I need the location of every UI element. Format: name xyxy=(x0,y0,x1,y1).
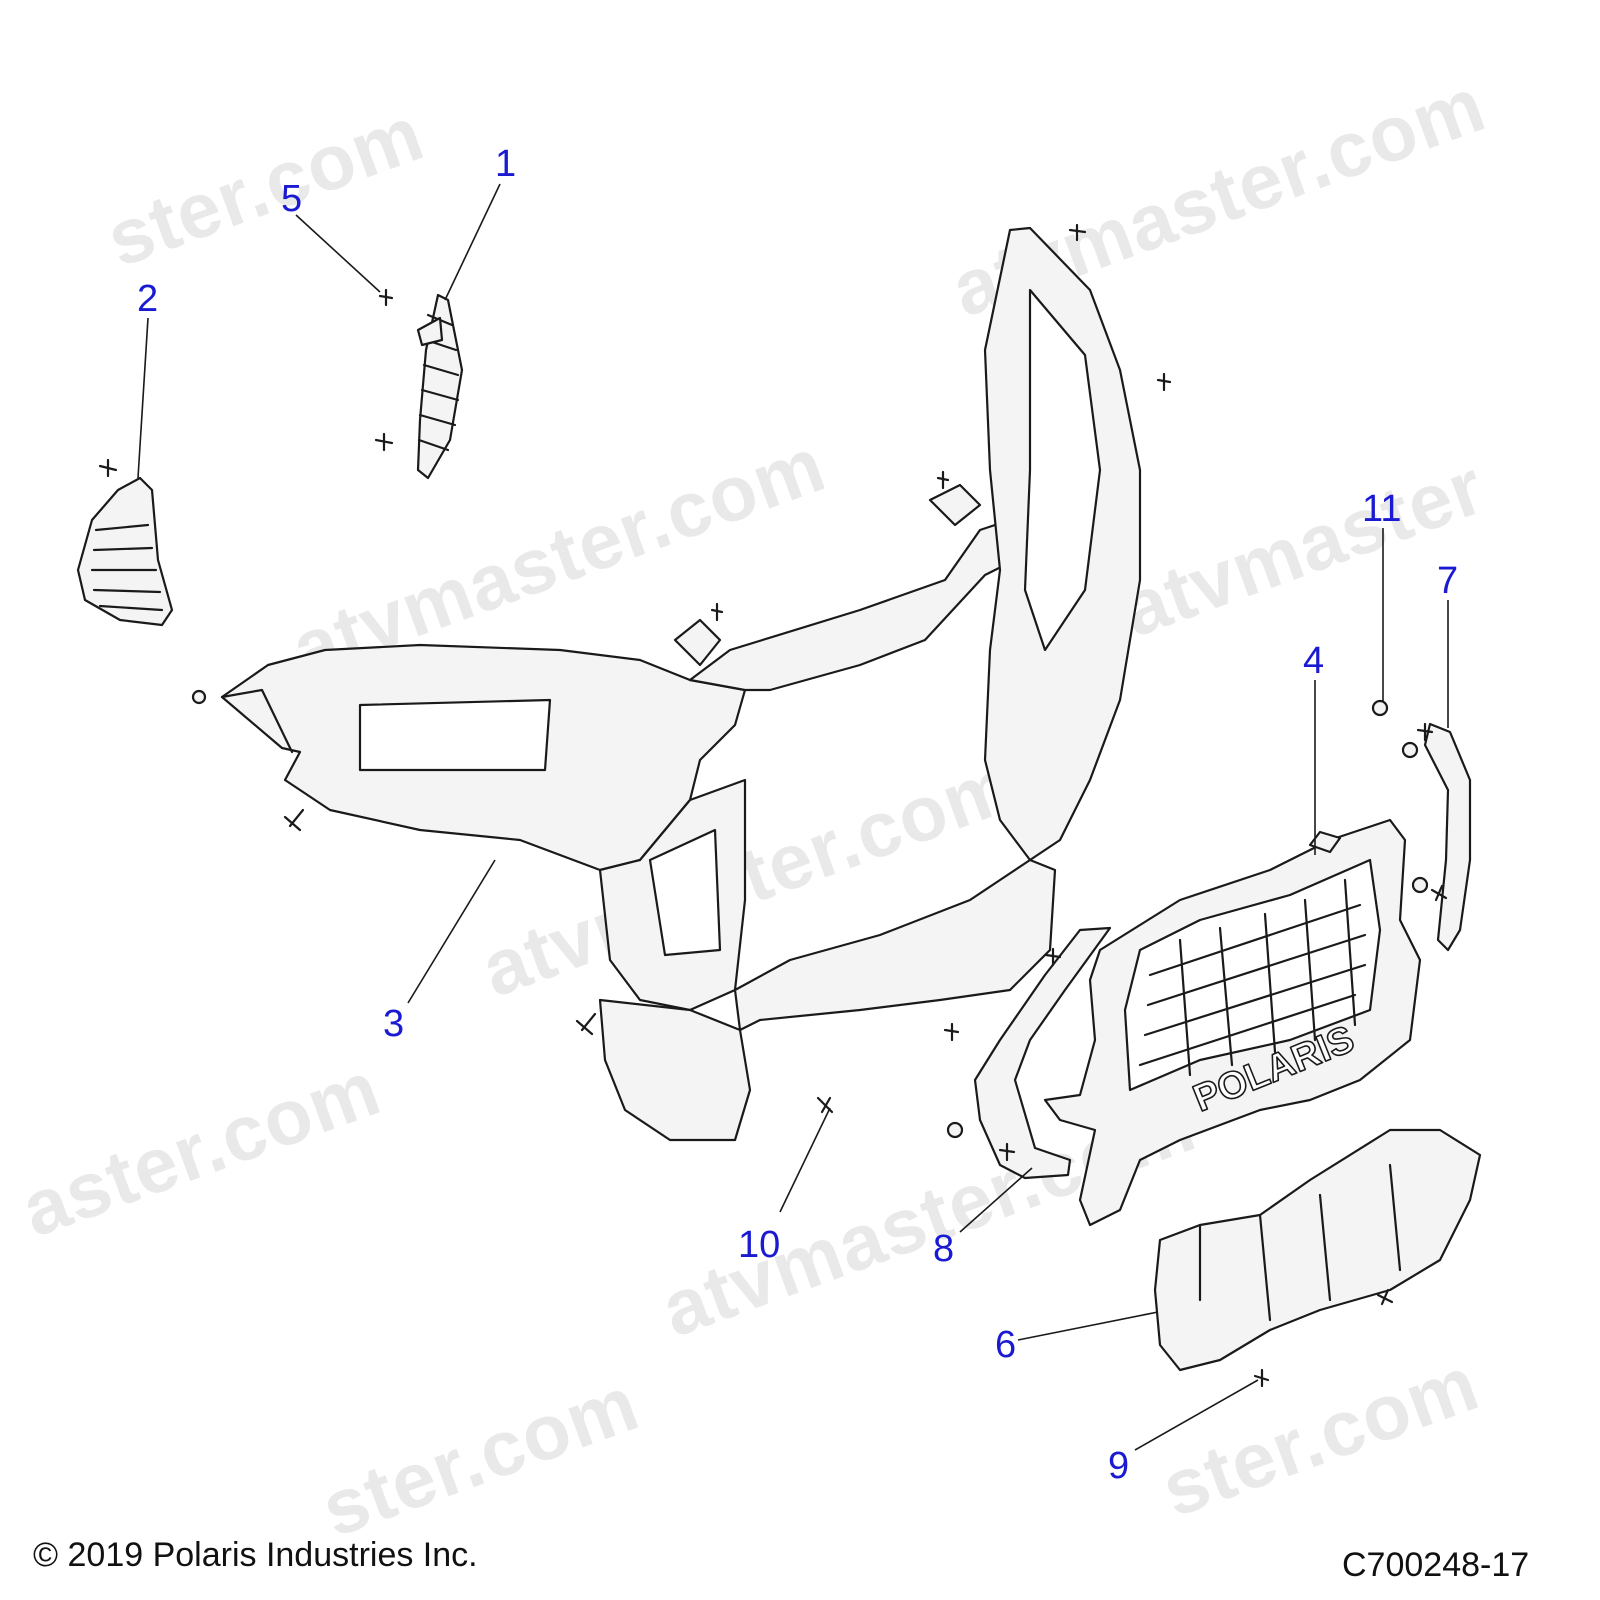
callout-7: 7 xyxy=(1437,560,1459,602)
fasteners xyxy=(98,223,1448,1388)
far-left-vent-part xyxy=(76,476,174,627)
callout-8: 8 xyxy=(933,1228,955,1270)
left-vent-strip-part xyxy=(416,293,464,480)
right-trim-part xyxy=(1423,722,1472,952)
callout-11: 11 xyxy=(1362,488,1402,530)
callout-5: 5 xyxy=(281,178,303,220)
callout-1: 1 xyxy=(495,143,517,185)
leader-lines xyxy=(137,183,1449,1451)
callout-4: 4 xyxy=(1303,640,1325,682)
diagram-code: C700248-17 xyxy=(1342,1546,1530,1584)
callout-3: 3 xyxy=(383,1003,405,1045)
callout-6: 6 xyxy=(995,1324,1017,1366)
callout-2: 2 xyxy=(137,278,159,320)
front-bumper-frame-part xyxy=(220,226,1142,1142)
callout-10: 10 xyxy=(738,1224,781,1266)
left-trim-part xyxy=(973,926,1112,1180)
skid-plate-part xyxy=(1153,1128,1482,1372)
callout-9: 9 xyxy=(1108,1445,1130,1487)
copyright-notice: © 2019 Polaris Industries Inc. xyxy=(33,1536,478,1574)
